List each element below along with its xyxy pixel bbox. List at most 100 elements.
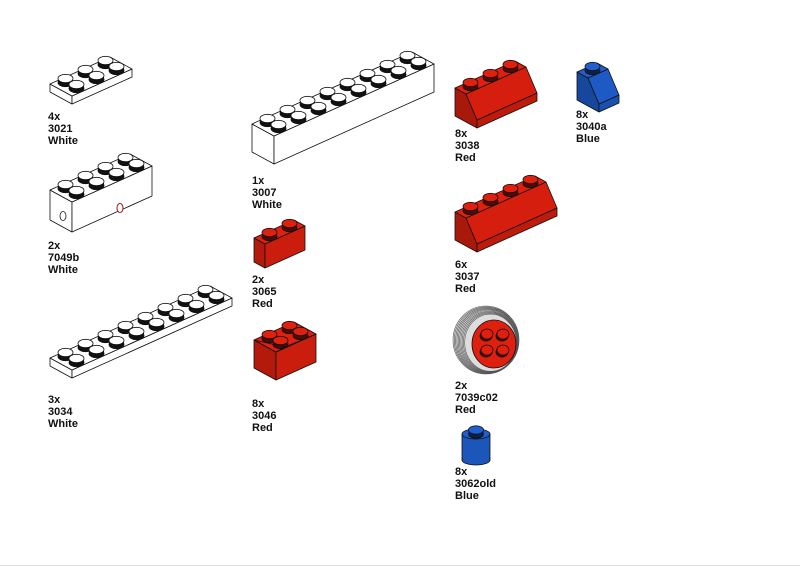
wheel-icon <box>452 305 520 375</box>
stud <box>339 77 356 92</box>
stud-top <box>117 152 134 163</box>
stud-top <box>379 59 396 70</box>
part-color: White <box>48 264 78 276</box>
stud <box>68 185 85 200</box>
stud-top <box>522 174 539 185</box>
stud <box>188 299 205 314</box>
stud-top <box>399 50 416 61</box>
wheel-hub <box>471 319 517 369</box>
part-id: 3040a <box>576 121 607 133</box>
stud <box>68 79 85 94</box>
stud <box>502 59 519 74</box>
stud-top <box>88 176 105 187</box>
stud-top <box>279 104 296 115</box>
stud <box>88 176 105 191</box>
stud <box>270 119 287 134</box>
brick-1x2-icon <box>253 218 306 269</box>
part-label-3065: 2x 3065 Red <box>252 274 276 310</box>
stud-top <box>208 290 225 301</box>
part-qty: 8x <box>576 109 589 121</box>
technic-brick-2x4-icon <box>49 152 153 233</box>
stud-top <box>462 77 479 88</box>
stud <box>88 344 105 359</box>
part-label-3038: 8x 3038 Red <box>455 128 479 164</box>
stud <box>319 86 336 101</box>
stud-top <box>272 335 289 346</box>
part-id: 3007 <box>252 187 277 199</box>
part-label-7039c02: 2x 7039c02 Red <box>455 380 498 416</box>
stud <box>468 425 484 439</box>
part-color: Blue <box>576 133 600 145</box>
stud-top <box>168 308 185 319</box>
stud-top <box>117 320 134 331</box>
stud-top <box>88 344 105 355</box>
stud <box>88 70 105 85</box>
corner-slope-icon <box>253 320 317 381</box>
part-id: 3065 <box>252 286 277 298</box>
cylinder-fill <box>462 452 490 460</box>
stud <box>370 74 387 89</box>
stud-top <box>108 61 125 72</box>
stud <box>310 101 327 116</box>
part-label-3062old: 8x 3062old Blue <box>455 466 496 502</box>
stud-top <box>97 55 114 66</box>
slope-1x2-icon <box>576 61 620 113</box>
tire-tread <box>463 312 517 372</box>
stud <box>390 65 407 80</box>
stud <box>208 290 225 305</box>
stud <box>272 335 289 350</box>
stud-top <box>57 347 74 358</box>
stud <box>502 183 519 198</box>
stud-top <box>390 65 407 76</box>
part-id: 7049b <box>48 252 80 264</box>
part-label-3007: 1x 3007 White <box>252 175 282 211</box>
stud-top <box>350 83 367 94</box>
stud-top <box>339 77 356 88</box>
part-label-3046: 8x 3046 Red <box>252 398 276 434</box>
part-qty: 4x <box>48 111 61 123</box>
stud-top <box>290 110 307 121</box>
stud-top <box>462 201 479 212</box>
stud-top <box>261 329 278 340</box>
tire-tread <box>453 306 519 374</box>
tire-tread <box>459 310 518 373</box>
stud-top <box>496 328 510 340</box>
stud-top <box>480 344 494 356</box>
stud-top <box>57 179 74 190</box>
round-brick-icon <box>461 425 491 466</box>
stud <box>261 227 278 242</box>
tire-tread <box>455 307 519 374</box>
stud <box>97 55 114 70</box>
stud-top <box>584 61 601 72</box>
stud <box>148 317 165 332</box>
part-qty: 6x <box>455 259 468 271</box>
stud-top <box>261 227 278 238</box>
stud-top <box>128 326 145 337</box>
stud-top <box>319 86 336 97</box>
brick-2x8-icon <box>251 50 435 165</box>
stud-top <box>197 284 214 295</box>
stud-top <box>108 167 125 178</box>
stud-top <box>77 64 94 75</box>
part-color: Red <box>455 404 476 416</box>
plate-2x3-icon <box>49 55 133 105</box>
part-color: Red <box>455 152 476 164</box>
stud-top <box>188 299 205 310</box>
slope-2x3-icon <box>454 59 538 129</box>
stud <box>290 110 307 125</box>
stud <box>57 347 74 362</box>
part-qty: 1x <box>252 175 265 187</box>
stud-top <box>128 158 145 169</box>
axle-hole <box>59 211 67 221</box>
tire-tread <box>460 311 518 373</box>
stud-top <box>468 425 484 435</box>
stud <box>108 167 125 182</box>
part-qty: 8x <box>252 398 265 410</box>
stud <box>584 61 601 76</box>
part-label-3021: 4x 3021 White <box>48 111 78 147</box>
part-color: Red <box>252 422 273 434</box>
stud-top <box>292 326 309 337</box>
stud <box>108 335 125 350</box>
stud <box>299 95 316 110</box>
